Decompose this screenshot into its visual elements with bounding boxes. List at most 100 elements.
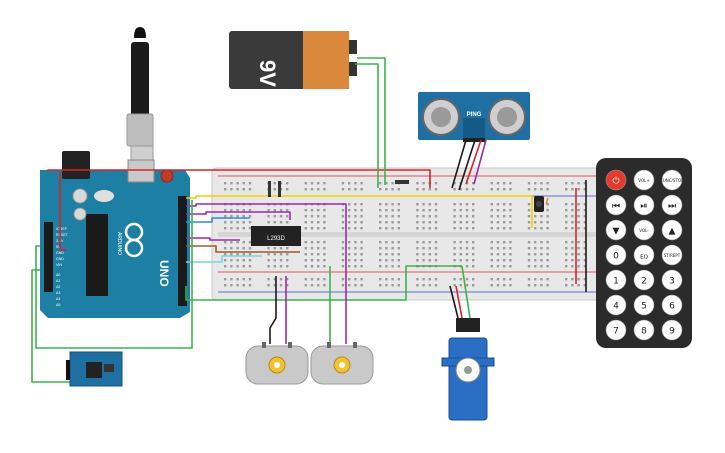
capacitor-1: [72, 188, 88, 204]
dc-motor-left: [245, 342, 309, 385]
ultrasonic-label: PING: [467, 112, 482, 118]
remote-button-label: 1: [613, 277, 619, 287]
remote-button[interactable]: 4: [605, 294, 627, 316]
wire: [269, 276, 277, 344]
capacitors: [268, 180, 409, 197]
remote-button-label: FUNC/STOP: [661, 178, 684, 183]
power-header-label: GND: [56, 251, 64, 255]
board-label: UNO: [157, 260, 171, 287]
usb-port: [127, 159, 155, 183]
wire: [458, 139, 476, 191]
remote-button[interactable]: 3: [661, 269, 683, 291]
reset-button[interactable]: [160, 169, 174, 183]
analog-header-label: A4: [56, 297, 60, 301]
power-header-label: 5V: [56, 245, 61, 249]
esp8266-module: [66, 351, 123, 387]
wire: [451, 139, 467, 189]
wire: [186, 255, 262, 263]
remote-button[interactable]: ST/REPT: [661, 244, 683, 266]
wire: [185, 265, 462, 301]
ultrasonic-sensor: PING: [418, 92, 530, 142]
power-header-label: IOREF: [56, 227, 68, 231]
remote-button-label: ⏻: [612, 176, 619, 187]
remote-button-label: 5: [641, 302, 647, 312]
battery-9v: 9V: [229, 31, 357, 89]
wire: [455, 285, 463, 319]
remote-button[interactable]: VOL+: [633, 169, 655, 191]
remote-button[interactable]: EQ: [633, 244, 655, 266]
remote-button-label: 9: [669, 327, 675, 337]
power-header-label: GND: [56, 257, 64, 261]
remote-button-label: EQ: [640, 255, 648, 261]
remote-button[interactable]: ▼: [605, 219, 627, 241]
l293d-chip: L293D: [251, 226, 301, 246]
wire: [355, 63, 379, 188]
remote-button[interactable]: 5: [633, 294, 655, 316]
wire: [186, 245, 300, 253]
power-header-label: RESET: [56, 233, 69, 237]
dc-motor-right: [310, 342, 374, 385]
remote-button[interactable]: 1: [605, 269, 627, 291]
remote-button-label: 6: [669, 302, 675, 312]
remote-button[interactable]: ⏯: [633, 194, 655, 216]
remote-button[interactable]: 9: [661, 319, 683, 341]
wire: [449, 285, 459, 319]
analog-header-label: A5: [56, 303, 60, 307]
remote-button-label: 2: [641, 277, 647, 287]
wire: [35, 200, 193, 349]
analog-header-label: A0: [56, 273, 60, 277]
remote-button[interactable]: 0: [605, 244, 627, 266]
remote-button[interactable]: 8: [633, 319, 655, 341]
wire: [186, 211, 291, 220]
remote-button-label: ⏭: [668, 202, 676, 212]
remote-button-label: ST/REPT: [664, 253, 681, 258]
wire: [465, 139, 482, 185]
remote-button[interactable]: ▲: [661, 219, 683, 241]
ir-receiver: [534, 196, 544, 212]
diode: [395, 180, 409, 184]
remote-button[interactable]: FUNC/STOP: [661, 169, 684, 191]
remote-button[interactable]: 6: [661, 294, 683, 316]
wire: [357, 57, 386, 185]
capacitor-2: [73, 207, 87, 221]
power-analog-header: [44, 222, 53, 292]
remote-button[interactable]: ⏻: [605, 169, 627, 191]
remote-button[interactable]: 2: [633, 269, 655, 291]
wire: [186, 237, 240, 241]
remote-button[interactable]: VOL-: [633, 219, 655, 241]
analog-header-label: A2: [56, 285, 60, 289]
brand-label: ARDUINO: [116, 232, 122, 255]
remote-button[interactable]: ⏮: [605, 194, 627, 216]
crystal: [94, 190, 114, 202]
remote-button-label: ⏯: [640, 202, 647, 212]
atmega-chip: [86, 214, 108, 296]
power-jack: [62, 151, 90, 179]
wire: [545, 197, 549, 205]
remote-button-label: VOL+: [638, 178, 649, 183]
remote-button[interactable]: ⏭: [661, 194, 683, 216]
remote-button-label: 4: [613, 302, 619, 312]
wire: [186, 217, 250, 223]
remote-button-label: ▲: [669, 227, 676, 237]
remote-button[interactable]: 7: [605, 319, 627, 341]
battery-cap: [303, 31, 349, 89]
arduino-logo: [124, 222, 144, 258]
digital-header: [178, 196, 187, 306]
usb-cable: [126, 27, 154, 163]
wire: [59, 172, 66, 251]
remote-button-label: ⏮: [612, 202, 620, 212]
remote-button-label: VOL-: [639, 228, 649, 233]
remote-button-label: ▼: [613, 227, 620, 237]
servo-motor: [441, 318, 495, 421]
battery-label: 9V: [255, 60, 280, 87]
wires: [31, 57, 587, 383]
power-header-label: VIN: [56, 263, 62, 267]
l293d-body: [251, 226, 301, 246]
l293d-label: L293D: [267, 236, 285, 242]
wire: [461, 265, 471, 319]
